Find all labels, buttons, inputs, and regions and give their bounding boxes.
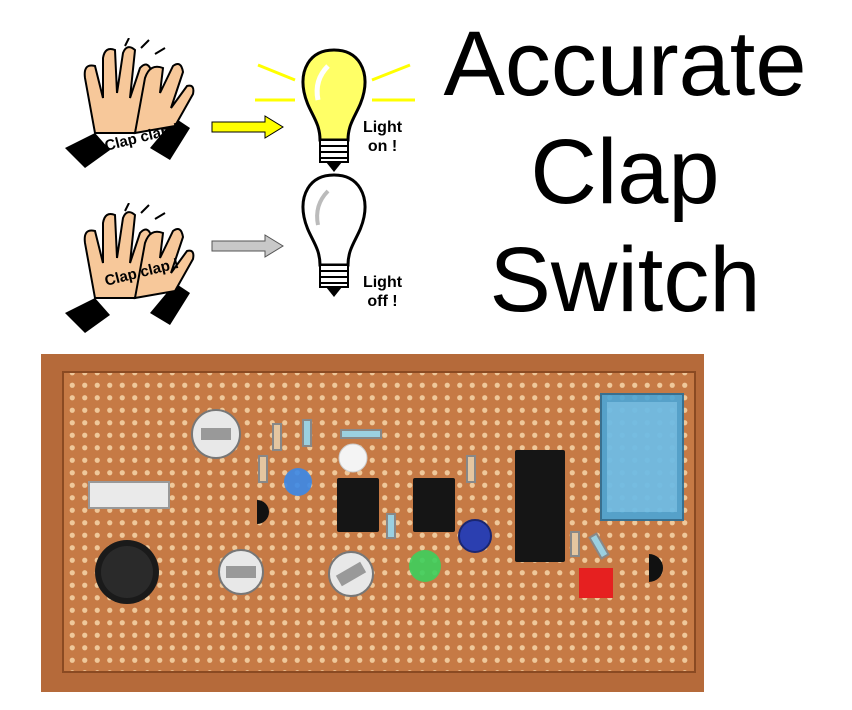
- clap-on-row: Clap clap ! Light on !: [0, 20, 430, 190]
- light-label-line1: Light: [362, 274, 403, 291]
- title-line-1: Accurate: [443, 13, 807, 115]
- microphone: [95, 540, 159, 604]
- clapping-hands-icon: [65, 203, 195, 333]
- title-line-2: Clap: [530, 121, 720, 223]
- clapping-hands-icon: [65, 38, 195, 168]
- ic-chips: [337, 450, 565, 562]
- trimmer-potentiometers: [191, 409, 374, 597]
- circuit-board-photo: [41, 354, 704, 692]
- clap-off-row: Clap clap ! Light off !: [0, 173, 430, 355]
- arrow-right-icon: [211, 115, 284, 139]
- title-line-3: Switch: [489, 229, 761, 331]
- red-led: [579, 568, 613, 598]
- page-title: Accurate Clap Switch: [425, 10, 825, 334]
- arrow-right-icon: [211, 234, 284, 258]
- light-bulb-on-icon: [255, 48, 415, 172]
- relay: [600, 393, 684, 521]
- light-status-label: Light off !: [355, 273, 410, 311]
- light-label-line1: Light: [362, 119, 403, 136]
- transistors: [257, 500, 663, 582]
- capacitor: [458, 519, 492, 553]
- light-bulb-off-icon: [301, 173, 367, 297]
- leds: [284, 443, 613, 598]
- light-label-line2: on !: [367, 138, 398, 155]
- light-status-label: Light on !: [355, 118, 410, 156]
- light-label-line2: off !: [367, 293, 398, 310]
- screw-connector: [88, 481, 170, 509]
- resistors: [258, 419, 610, 560]
